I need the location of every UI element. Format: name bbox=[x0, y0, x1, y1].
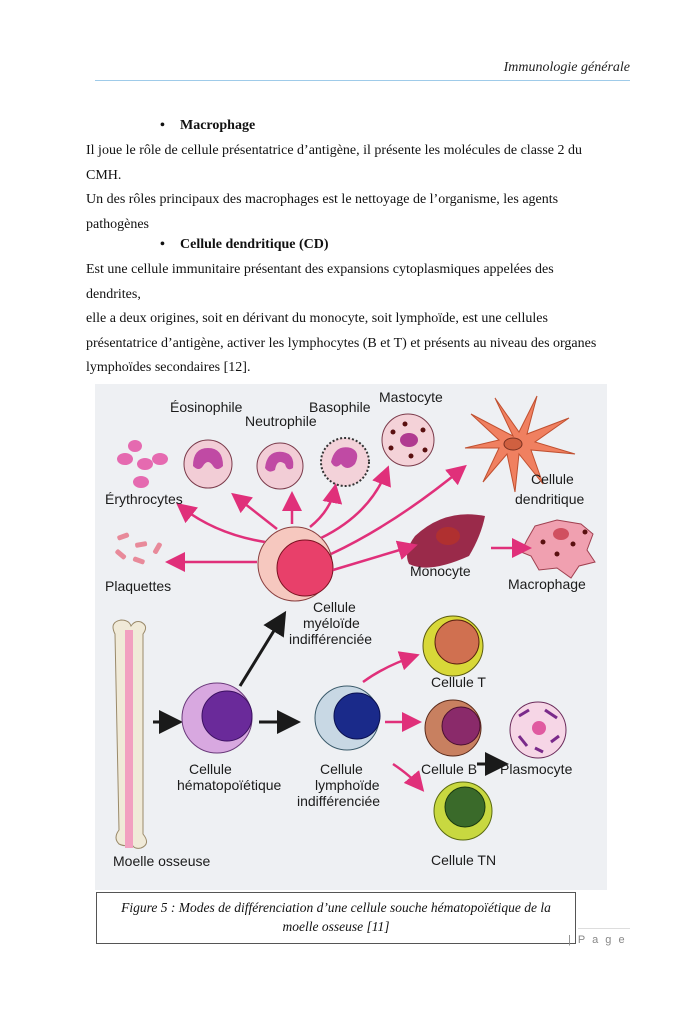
erythrocytes-icon bbox=[117, 440, 168, 488]
basophile-icon bbox=[320, 437, 370, 487]
hematopoietic-cell-icon bbox=[181, 682, 253, 754]
text-line: dendrites, bbox=[86, 286, 141, 302]
svg-text:Cellule: Cellule bbox=[531, 471, 574, 487]
mastocyte-icon bbox=[381, 413, 435, 467]
svg-text:Cellule: Cellule bbox=[189, 761, 232, 777]
svg-text:Éosinophile: Éosinophile bbox=[170, 399, 243, 415]
caption-line: Figure 5 : Modes de différenciation d’un… bbox=[121, 900, 551, 915]
text-line: présentatrice d’antigène, activer les ly… bbox=[86, 335, 597, 351]
section-heading-macrophage: •Macrophage bbox=[160, 118, 256, 133]
svg-text:indifférenciée: indifférenciée bbox=[297, 793, 380, 809]
dendritic-cell-icon bbox=[464, 395, 576, 493]
svg-text:indifférenciée: indifférenciée bbox=[289, 631, 372, 647]
paragraph-macrophage: Il joue le rôle de cellule présentatrice… bbox=[86, 139, 626, 237]
text-line: CMH. bbox=[86, 167, 122, 183]
footer-divider bbox=[578, 928, 630, 929]
svg-text:Mastocyte: Mastocyte bbox=[379, 389, 443, 405]
plasmocyte-icon bbox=[509, 701, 567, 759]
header-title: Immunologie générale bbox=[503, 60, 630, 75]
b-cell-icon bbox=[424, 699, 482, 757]
svg-text:Cellule B: Cellule B bbox=[421, 761, 477, 777]
eosinophile-icon bbox=[183, 439, 233, 489]
page-header: Immunologie générale bbox=[95, 58, 630, 81]
section-heading-dendritic-cell: •Cellule dendritique (CD) bbox=[160, 237, 329, 252]
myeloid-cell-icon bbox=[257, 526, 334, 602]
svg-text:Monocyte: Monocyte bbox=[410, 563, 471, 579]
text-line: lymphoïdes secondaires [12]. bbox=[86, 360, 251, 375]
page-number: | P a g e bbox=[568, 934, 627, 946]
lymphoid-cell-icon bbox=[314, 685, 381, 751]
text-line: Un des rôles principaux des macrophages … bbox=[86, 192, 559, 207]
svg-text:Plasmocyte: Plasmocyte bbox=[500, 761, 573, 777]
svg-text:Cellule T: Cellule T bbox=[431, 674, 486, 690]
text-line: elle a deux origines, soit en dérivant d… bbox=[86, 311, 548, 326]
svg-text:Moelle osseuse: Moelle osseuse bbox=[113, 853, 210, 869]
svg-text:Cellule: Cellule bbox=[313, 599, 356, 615]
svg-text:Macrophage: Macrophage bbox=[508, 576, 586, 592]
figure-caption: Figure 5 : Modes de différenciation d’un… bbox=[96, 892, 576, 944]
svg-text:lymphoïde: lymphoïde bbox=[315, 777, 380, 793]
figure-hematopoiesis-diagram: Éosinophile Neutrophile Basophile Mastoc… bbox=[95, 384, 607, 890]
text-line: pathogènes bbox=[86, 216, 149, 232]
svg-text:myéloïde: myéloïde bbox=[303, 615, 360, 631]
text-line: Il joue le rôle de cellule présentatrice… bbox=[86, 143, 583, 158]
svg-text:Cellule: Cellule bbox=[320, 761, 363, 777]
svg-text:Neutrophile: Neutrophile bbox=[245, 413, 317, 429]
text-line: Est une cellule immunitaire présentant d… bbox=[86, 262, 554, 277]
svg-text:dendritique: dendritique bbox=[515, 491, 584, 507]
macrophage-icon bbox=[520, 519, 596, 579]
svg-text:Érythrocytes: Érythrocytes bbox=[105, 491, 183, 507]
svg-text:Basophile: Basophile bbox=[309, 399, 371, 415]
t-cell-icon bbox=[422, 615, 484, 677]
paragraph-dendritic-cell: Est une cellule immunitaire présentant d… bbox=[86, 258, 626, 381]
bone-marrow-icon bbox=[112, 619, 147, 849]
neutrophile-icon bbox=[256, 442, 304, 490]
platelets-icon bbox=[115, 532, 162, 565]
svg-text:Cellule TN: Cellule TN bbox=[431, 852, 496, 868]
monocyte-icon bbox=[407, 514, 485, 568]
tn-cell-icon bbox=[433, 781, 493, 841]
svg-text:Plaquettes: Plaquettes bbox=[105, 578, 171, 594]
caption-line: moelle osseuse [11] bbox=[282, 919, 390, 934]
svg-text:hématopoïétique: hématopoïétique bbox=[177, 777, 282, 793]
